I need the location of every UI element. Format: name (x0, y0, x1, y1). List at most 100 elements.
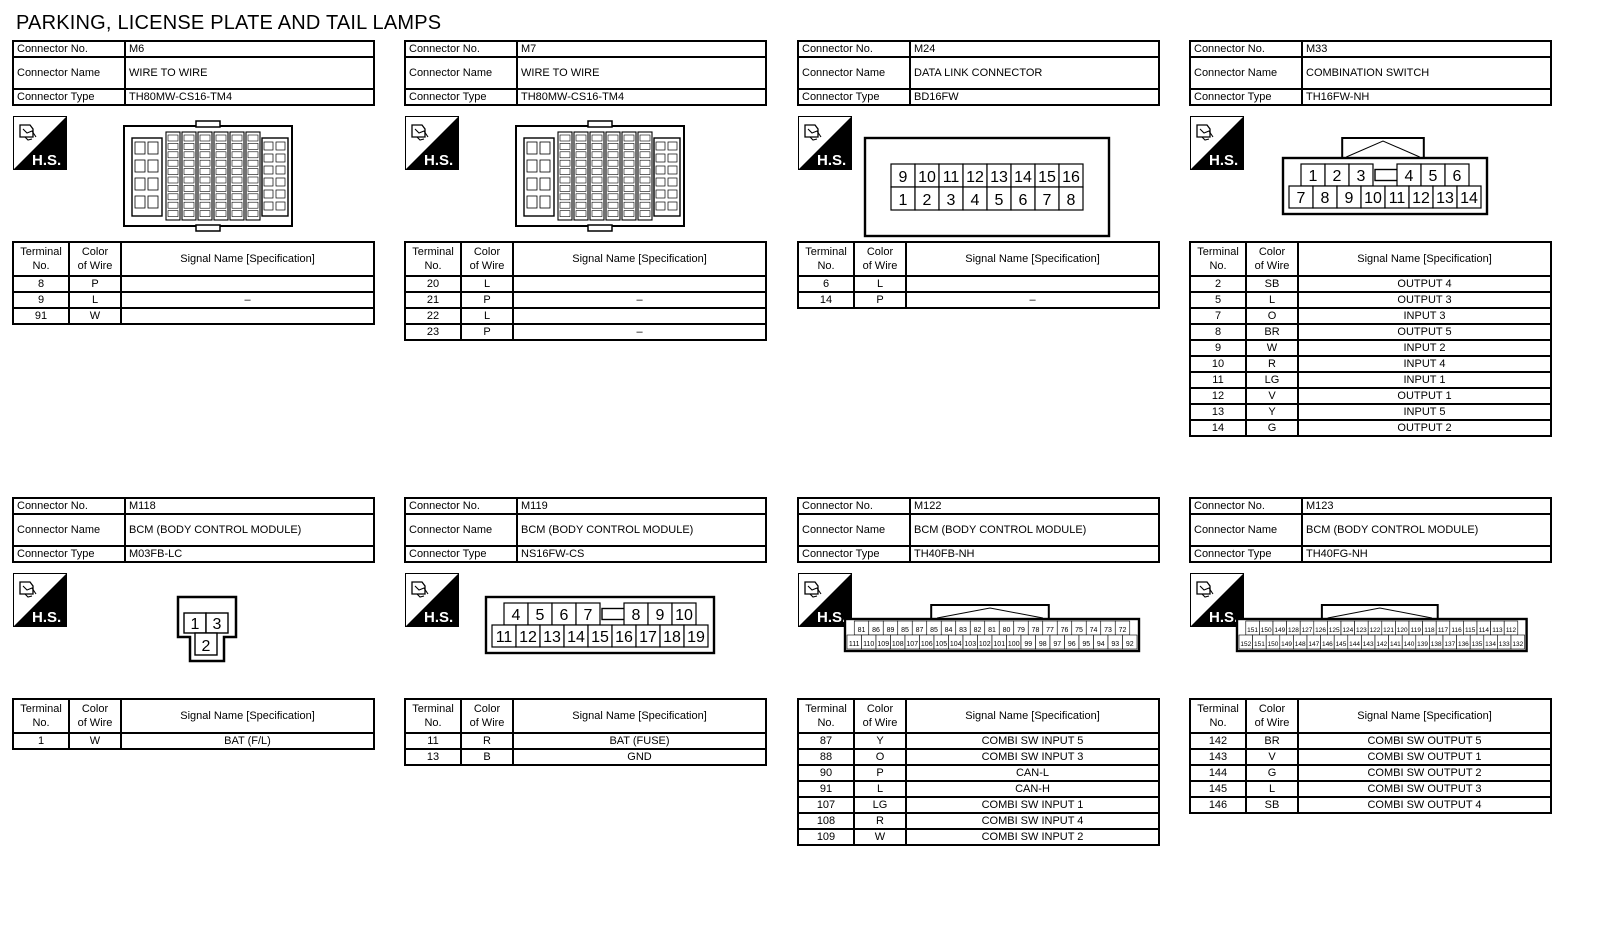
pin-cavity (559, 159, 571, 167)
pin-number: 87 (916, 627, 924, 634)
pin-cavity (591, 151, 603, 159)
col-terminal-header-line: Terminal (412, 246, 454, 258)
terminal-no: 9 (12, 291, 70, 309)
pin-number: 8 (632, 607, 641, 624)
pin-number: 10 (675, 607, 693, 624)
wire-color: LG (853, 796, 907, 814)
col-terminal-header-line: No. (32, 717, 50, 729)
pin-number: 128 (1288, 627, 1299, 634)
col-terminal-header-line: Terminal (1197, 246, 1239, 258)
connector-no-label: Connector No. (12, 497, 126, 515)
pin-cavity (575, 134, 587, 142)
pin-cavity (639, 168, 651, 175)
pin-cavity (167, 210, 179, 217)
signal-name: – (512, 323, 767, 341)
pin-number: 75 (1075, 627, 1083, 634)
pin-cavity (539, 159, 551, 173)
pin-number: 122 (1370, 627, 1381, 634)
terminal-no: 91 (797, 780, 855, 798)
pin-cavity (639, 193, 651, 201)
col-terminal-header-line: No. (424, 717, 442, 729)
pin-cavity (639, 134, 651, 142)
connector-name-label: Connector Name (797, 513, 911, 547)
pin-cavity (591, 159, 603, 167)
pin-number: 106 (921, 641, 933, 648)
col-signal-header: Signal Name [Specification] (1297, 241, 1552, 277)
pin-cavity (1058, 186, 1084, 211)
pin-cavity (623, 134, 635, 142)
col-color-header-line: of Wire (862, 260, 898, 272)
pin-number: 8 (1067, 192, 1076, 209)
pin-number: 149 (1274, 627, 1285, 634)
connector-name-value: WIRE TO WIRE (124, 56, 375, 90)
terminal-no: 11 (404, 732, 462, 750)
col-terminal-header-line: No. (32, 260, 50, 272)
connector-face-diagram (514, 120, 686, 237)
pin-cavity (667, 165, 678, 175)
pin-cavity (607, 185, 619, 192)
harness-side-icon: H.S. (13, 573, 67, 627)
hs-label: H.S. (817, 609, 846, 626)
signal-name: – (512, 291, 767, 309)
pin-number: 83 (959, 627, 967, 634)
pin-cavity (591, 201, 603, 209)
col-terminal-header-line: No. (424, 260, 442, 272)
wire-color: W (68, 732, 122, 750)
connector-name-value: BCM (BODY CONTROL MODULE) (909, 513, 1160, 547)
pin-cavity (623, 159, 635, 167)
connector-art: H.S. (12, 106, 375, 241)
connector-no-label: Connector No. (797, 40, 911, 58)
pin-number: 118 (1424, 627, 1435, 634)
pin-number: 6 (560, 607, 569, 624)
pin-number: 4 (1405, 168, 1414, 185)
pin-cavity (183, 176, 195, 184)
pin-cavity (667, 189, 678, 199)
connector-no-value: M118 (124, 497, 375, 515)
col-color-header-line: Color (81, 703, 109, 715)
col-color-header-line: Color (473, 246, 501, 258)
pin-cavity (199, 193, 211, 201)
pin-cavity (275, 177, 286, 187)
connector-type-value: TH16FW-NH (1301, 88, 1552, 106)
pin-number: 146 (1322, 641, 1333, 648)
pin-number: 2 (923, 192, 932, 209)
pin-cavity (147, 195, 159, 209)
pin-cavity (247, 159, 259, 167)
wire-color: L (460, 307, 514, 325)
pin-cavity (607, 143, 619, 150)
pin-number: 85 (901, 627, 909, 634)
hs-label: H.S. (32, 609, 61, 626)
pin-cavity (215, 134, 227, 142)
terminal-no: 9 (1189, 339, 1247, 357)
pin-cavity (575, 210, 587, 217)
signal-name: GND (512, 748, 767, 766)
pin-number: 13 (543, 629, 561, 646)
pin-cavity (167, 185, 179, 192)
pin-cavity (247, 168, 259, 175)
pin-cavity (199, 201, 211, 209)
col-color-header-line: Color (866, 246, 894, 258)
signal-name: INPUT 5 (1297, 403, 1552, 421)
pin-cavity (247, 143, 259, 150)
pin-cavity (683, 624, 709, 648)
pin-cavity (275, 189, 286, 199)
pin-number: 7 (1043, 192, 1052, 209)
pin-cavity (559, 185, 571, 192)
wire-color: W (853, 828, 907, 846)
pin-number: 123 (1356, 627, 1367, 634)
terminal-no: 21 (404, 291, 462, 309)
